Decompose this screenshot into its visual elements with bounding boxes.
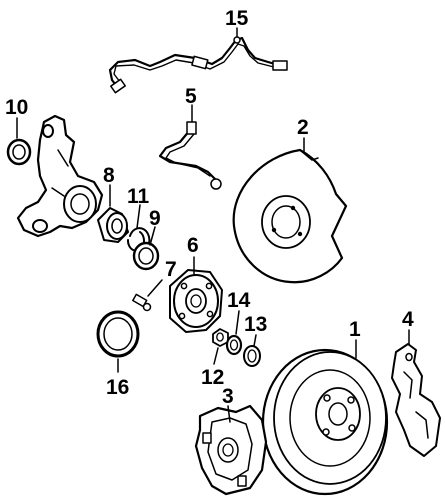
callout-label: 5 — [185, 85, 197, 108]
part-6-hub — [169, 256, 223, 333]
part-8-bearing — [97, 184, 129, 243]
callout-label: 6 — [187, 234, 199, 257]
callout-label: 15 — [225, 7, 249, 30]
part-12-nut — [212, 328, 229, 365]
part-9-seal — [132, 226, 160, 271]
callout-label: 3 — [222, 385, 234, 408]
part-1-rotor — [261, 339, 389, 496]
part-3-caliper — [194, 404, 268, 496]
callout-label: 9 — [149, 207, 161, 230]
part-4-caliper-support — [391, 329, 441, 457]
callout-label: 1 — [349, 318, 361, 341]
part-14-washer — [225, 310, 243, 356]
callout-label: 2 — [297, 116, 309, 139]
callout-label: 13 — [244, 313, 267, 336]
callout-label: 4 — [402, 308, 414, 331]
callout-label: 10 — [5, 96, 28, 119]
part-15-brake-line — [108, 27, 288, 94]
callout-label: 12 — [201, 366, 224, 389]
part-16-seal — [96, 310, 140, 373]
callout-label: 8 — [103, 164, 115, 187]
part-5-brake-hose — [158, 104, 222, 190]
part-10-seal — [6, 117, 32, 166]
callout-label: 11 — [127, 185, 150, 208]
part-13-dust-cap — [243, 334, 261, 367]
callout-label: 14 — [227, 289, 251, 312]
callout-label: 7 — [165, 258, 177, 281]
steering-knuckle — [16, 114, 104, 238]
part-2-splash-shield — [232, 137, 348, 284]
callout-label: 16 — [106, 376, 129, 399]
callout-labels: 1 2 3 4 5 6 7 8 9 10 11 12 13 14 15 16 — [5, 7, 414, 408]
part-7-bolt — [132, 279, 163, 312]
